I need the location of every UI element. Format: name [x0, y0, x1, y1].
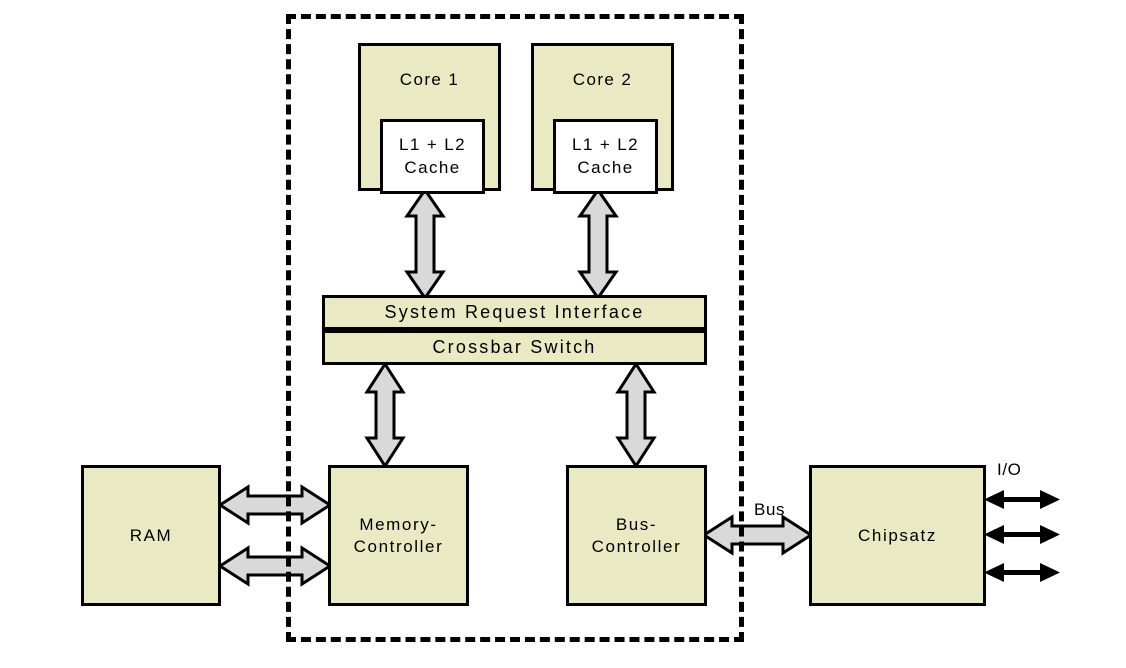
- crossbar-switch-label: Crossbar Switch: [432, 337, 597, 357]
- bus-controller-label: Bus- Controller: [591, 514, 682, 556]
- core-2-cache-label: L1 + L2 Cache: [572, 134, 639, 177]
- bus-controller-block[interactable]: Bus- Controller: [566, 465, 707, 606]
- ram-label: RAM: [129, 525, 173, 545]
- crossbar-switch-block[interactable]: Crossbar Switch: [322, 330, 707, 365]
- core-1-cache-label: L1 + L2 Cache: [399, 134, 466, 177]
- arrow-ram-to-memory-controller-upper: [217, 484, 333, 526]
- system-request-interface-label: System Request Interface: [384, 302, 645, 322]
- arrow-ram-to-memory-controller-lower: [217, 545, 333, 587]
- bus-label: Bus: [754, 500, 786, 519]
- chipsatz-block[interactable]: Chipsatz: [809, 465, 986, 606]
- memory-controller-block[interactable]: Memory- Controller: [328, 465, 469, 606]
- io-label: I/O: [997, 460, 1022, 479]
- core-1-cache-block[interactable]: L1 + L2 Cache: [380, 119, 485, 194]
- memory-controller-label: Memory- Controller: [353, 514, 444, 556]
- core-2-cache-block[interactable]: L1 + L2 Cache: [553, 119, 658, 194]
- arrow-bus-controller-to-chipsatz: [701, 514, 814, 556]
- core-1-block[interactable]: Core 1 L1 + L2 Cache: [358, 43, 501, 194]
- system-request-interface-block[interactable]: System Request Interface: [322, 295, 707, 330]
- core-1-title: Core 1: [399, 70, 460, 89]
- arrow-crossbar-to-memory-controller: [364, 361, 406, 469]
- core-2-title: Core 2: [572, 70, 633, 89]
- chipsatz-label: Chipsatz: [858, 525, 937, 545]
- chipsatz-io-arrows: [984, 490, 1060, 582]
- core-2-block[interactable]: Core 2 L1 + L2 Cache: [531, 43, 674, 194]
- arrow-core2-to-sri: [577, 187, 619, 301]
- arrow-core1-to-sri: [404, 187, 446, 301]
- ram-block[interactable]: RAM: [81, 465, 221, 606]
- arrow-crossbar-to-bus-controller: [615, 361, 657, 469]
